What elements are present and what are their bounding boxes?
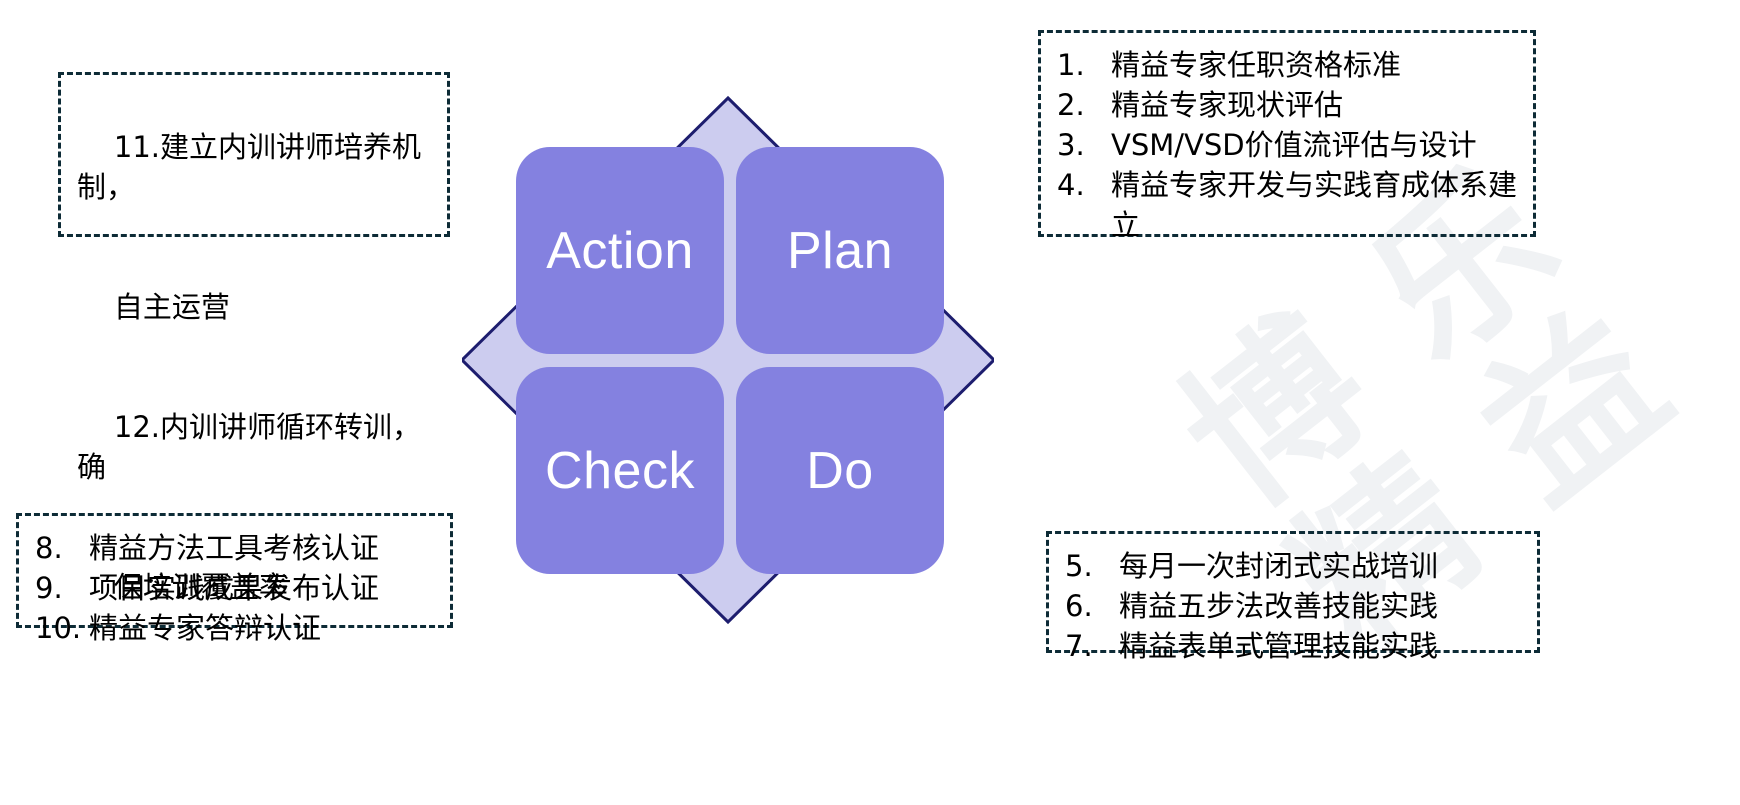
quadrant-plan-label: Plan bbox=[786, 221, 894, 280]
list-item-text: 保培训覆盖率 bbox=[113, 570, 288, 605]
list-item-text: 精益专家任职资格标准 bbox=[1111, 48, 1402, 82]
list-item-text: 每月一次封闭式实战培训 bbox=[1119, 549, 1439, 583]
list-item-text: 精益方法工具考核认证 bbox=[89, 531, 380, 565]
note-plan: 1. 精益专家任职资格标准 2. 精益专家现状评估 3. VSM/VSD价值流评… bbox=[1038, 30, 1536, 242]
list-item: 3. VSM/VSD价值流评估与设计 bbox=[1057, 125, 1519, 165]
list-item-number: 10. bbox=[35, 611, 82, 646]
list-item: 10. 精益专家答辩认证 bbox=[35, 608, 436, 648]
list-item: 9. 项目实践成果发布认证 bbox=[35, 568, 436, 608]
quadrant-plan[interactable]: Plan bbox=[736, 147, 944, 354]
quadrant-do[interactable]: Do bbox=[736, 367, 944, 574]
list-item-text: 精益专家开发与实践育成体系建 立 bbox=[1111, 168, 1518, 243]
list-item: 7. 精益表单式管理技能实践 bbox=[1065, 626, 1523, 666]
list-item: 1. 精益专家任职资格标准 bbox=[1057, 45, 1519, 85]
quadrant-do-label: Do bbox=[806, 441, 874, 500]
list-item-number: 11. bbox=[113, 130, 160, 165]
list-item-number: 7. bbox=[1065, 629, 1093, 664]
list-item: 5. 每月一次封闭式实战培训 bbox=[1065, 546, 1523, 586]
list-item-text: 内训讲师循环转训，确 bbox=[77, 410, 422, 485]
list-item: 12.内训讲师循环转训，确 bbox=[77, 367, 433, 527]
list-item: 8. 精益方法工具考核认证 bbox=[35, 528, 436, 568]
list-item: 11.建立内训讲师培养机制， bbox=[77, 87, 433, 247]
list-item-text: 项目实践成果发布认证 bbox=[89, 571, 380, 606]
list-item-number: 3. bbox=[1057, 128, 1085, 163]
list-item: 自主运营 bbox=[77, 247, 433, 367]
list-item-number: 12. bbox=[113, 410, 160, 445]
list-item-number: 8. bbox=[35, 531, 63, 565]
list-item-number: 2. bbox=[1057, 88, 1085, 123]
list-item-text: VSM/VSD价值流评估与设计 bbox=[1111, 128, 1477, 163]
list-item-number: 9. bbox=[35, 571, 63, 606]
list-item: 6. 精益五步法改善技能实践 bbox=[1065, 586, 1523, 626]
quadrant-action[interactable]: Action bbox=[516, 147, 724, 354]
list-item: 4. 精益专家开发与实践育成体系建 立 bbox=[1057, 165, 1519, 245]
list-item-number: 1. bbox=[1057, 48, 1085, 82]
list-item-number: 5. bbox=[1065, 549, 1093, 583]
list-item-text: 精益专家答辩认证 bbox=[89, 611, 322, 646]
list-item-text: 精益表单式管理技能实践 bbox=[1119, 629, 1439, 664]
list-item: 2. 精益专家现状评估 bbox=[1057, 85, 1519, 125]
list-item-text: 自主运营 bbox=[113, 290, 230, 325]
list-item-number: 6. bbox=[1065, 589, 1093, 624]
list-item-number: 4. bbox=[1057, 168, 1085, 203]
quadrant-check-label: Check bbox=[545, 441, 695, 500]
note-do: 5. 每月一次封闭式实战培训 6. 精益五步法改善技能实践 7. 精益表单式管理… bbox=[1046, 531, 1540, 663]
list-item-text: 精益五步法改善技能实践 bbox=[1119, 589, 1439, 624]
list-item-text: 建立内训讲师培养机制， bbox=[77, 130, 422, 205]
quadrant-check[interactable]: Check bbox=[516, 367, 724, 574]
note-action: 11.建立内训讲师培养机制， 自主运营 12.内训讲师循环转训，确 保培训覆盖率 bbox=[58, 72, 450, 604]
note-check: 8. 精益方法工具考核认证 9. 项目实践成果发布认证 10. 精益专家答辩认证 bbox=[16, 513, 453, 645]
quadrant-action-label: Action bbox=[546, 221, 694, 280]
pdca-cycle-graphic: Action Plan Check Do bbox=[462, 90, 994, 630]
list-item-text: 精益专家现状评估 bbox=[1111, 88, 1344, 123]
list-item: 保培训覆盖率 bbox=[77, 527, 433, 647]
